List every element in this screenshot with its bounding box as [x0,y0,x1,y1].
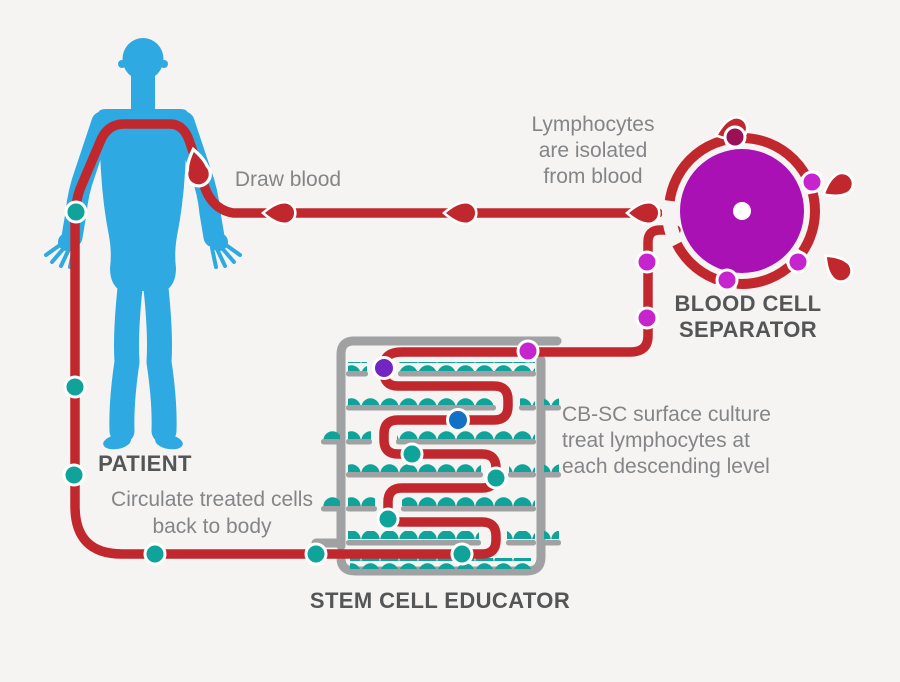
blood-drop-icon [816,246,858,288]
cell-node-teal [376,507,400,531]
patient-leg-right [142,266,177,444]
draw-blood-label: Draw blood [235,168,341,191]
cell-node-blue [446,408,470,432]
cell-node-magenta [800,170,824,194]
blood-drop-icon [816,167,859,206]
patient-torso [97,109,189,291]
educator-frame-right-bottom [336,355,546,576]
cell-node-violet [372,356,396,380]
cell-node-teal [143,542,167,566]
cell-node-teal [62,463,86,487]
circuit-cell-nodes [62,200,659,566]
blood-drop-elbow-icon [185,146,212,188]
cell-node-teal [304,542,328,566]
separator-hub [733,202,751,220]
cell-node-magenta [635,306,659,330]
lymphocytes-label-line1: Lymphocytes [532,113,655,136]
patient-leg-left [109,266,144,444]
circulate-label-line2: back to body [152,515,272,538]
lymphocytes-label-line2: are isolated [539,139,648,162]
text-labels: Draw blood Lymphocytes are isolated from… [98,113,821,613]
separator-label-line2: SEPARATOR [679,317,817,342]
cell-node-magenta [635,250,659,274]
patient-ear-left [118,60,126,68]
cell-node-teal [400,442,424,466]
cell-node-teal [63,375,87,399]
patient-hand-right [210,233,242,269]
cell-node-magenta [516,339,540,363]
culture-shelves [321,362,561,569]
patient-foot-left [103,434,131,450]
cell-node-magenta [715,268,739,292]
cell-node-magenta [786,250,810,274]
separator-label-line1: BLOOD CELL [675,291,822,316]
patient-label: PATIENT [98,451,192,476]
circulate-label-line1: Circulate treated cells [111,488,313,511]
lymphocytes-label-line3: from blood [543,165,642,188]
tube-droplet-icon [442,200,478,226]
cbsc-label-line1: CB-SC surface culture [562,403,771,426]
blood-cell-separator [662,112,859,292]
cell-node-teal [450,542,474,566]
patient-head [122,38,164,80]
cell-node-teal [484,466,508,490]
patient-ear-right [160,60,168,68]
educator-frame-left [336,336,359,551]
patient-foot-right [155,434,183,450]
cell-node-maroon [723,125,747,149]
tube-droplets [185,146,661,226]
cbsc-label-line3: each descending level [562,455,770,478]
patient-neck [131,70,155,112]
cbsc-label-line2: treat lymphocytes at [562,429,750,452]
tube-droplet-icon [261,200,297,226]
educator-label: STEM CELL EDUCATOR [310,588,570,613]
stem-cell-educator-box [311,336,562,576]
tube-droplet-icon [625,200,661,226]
cell-node-teal [64,200,88,224]
